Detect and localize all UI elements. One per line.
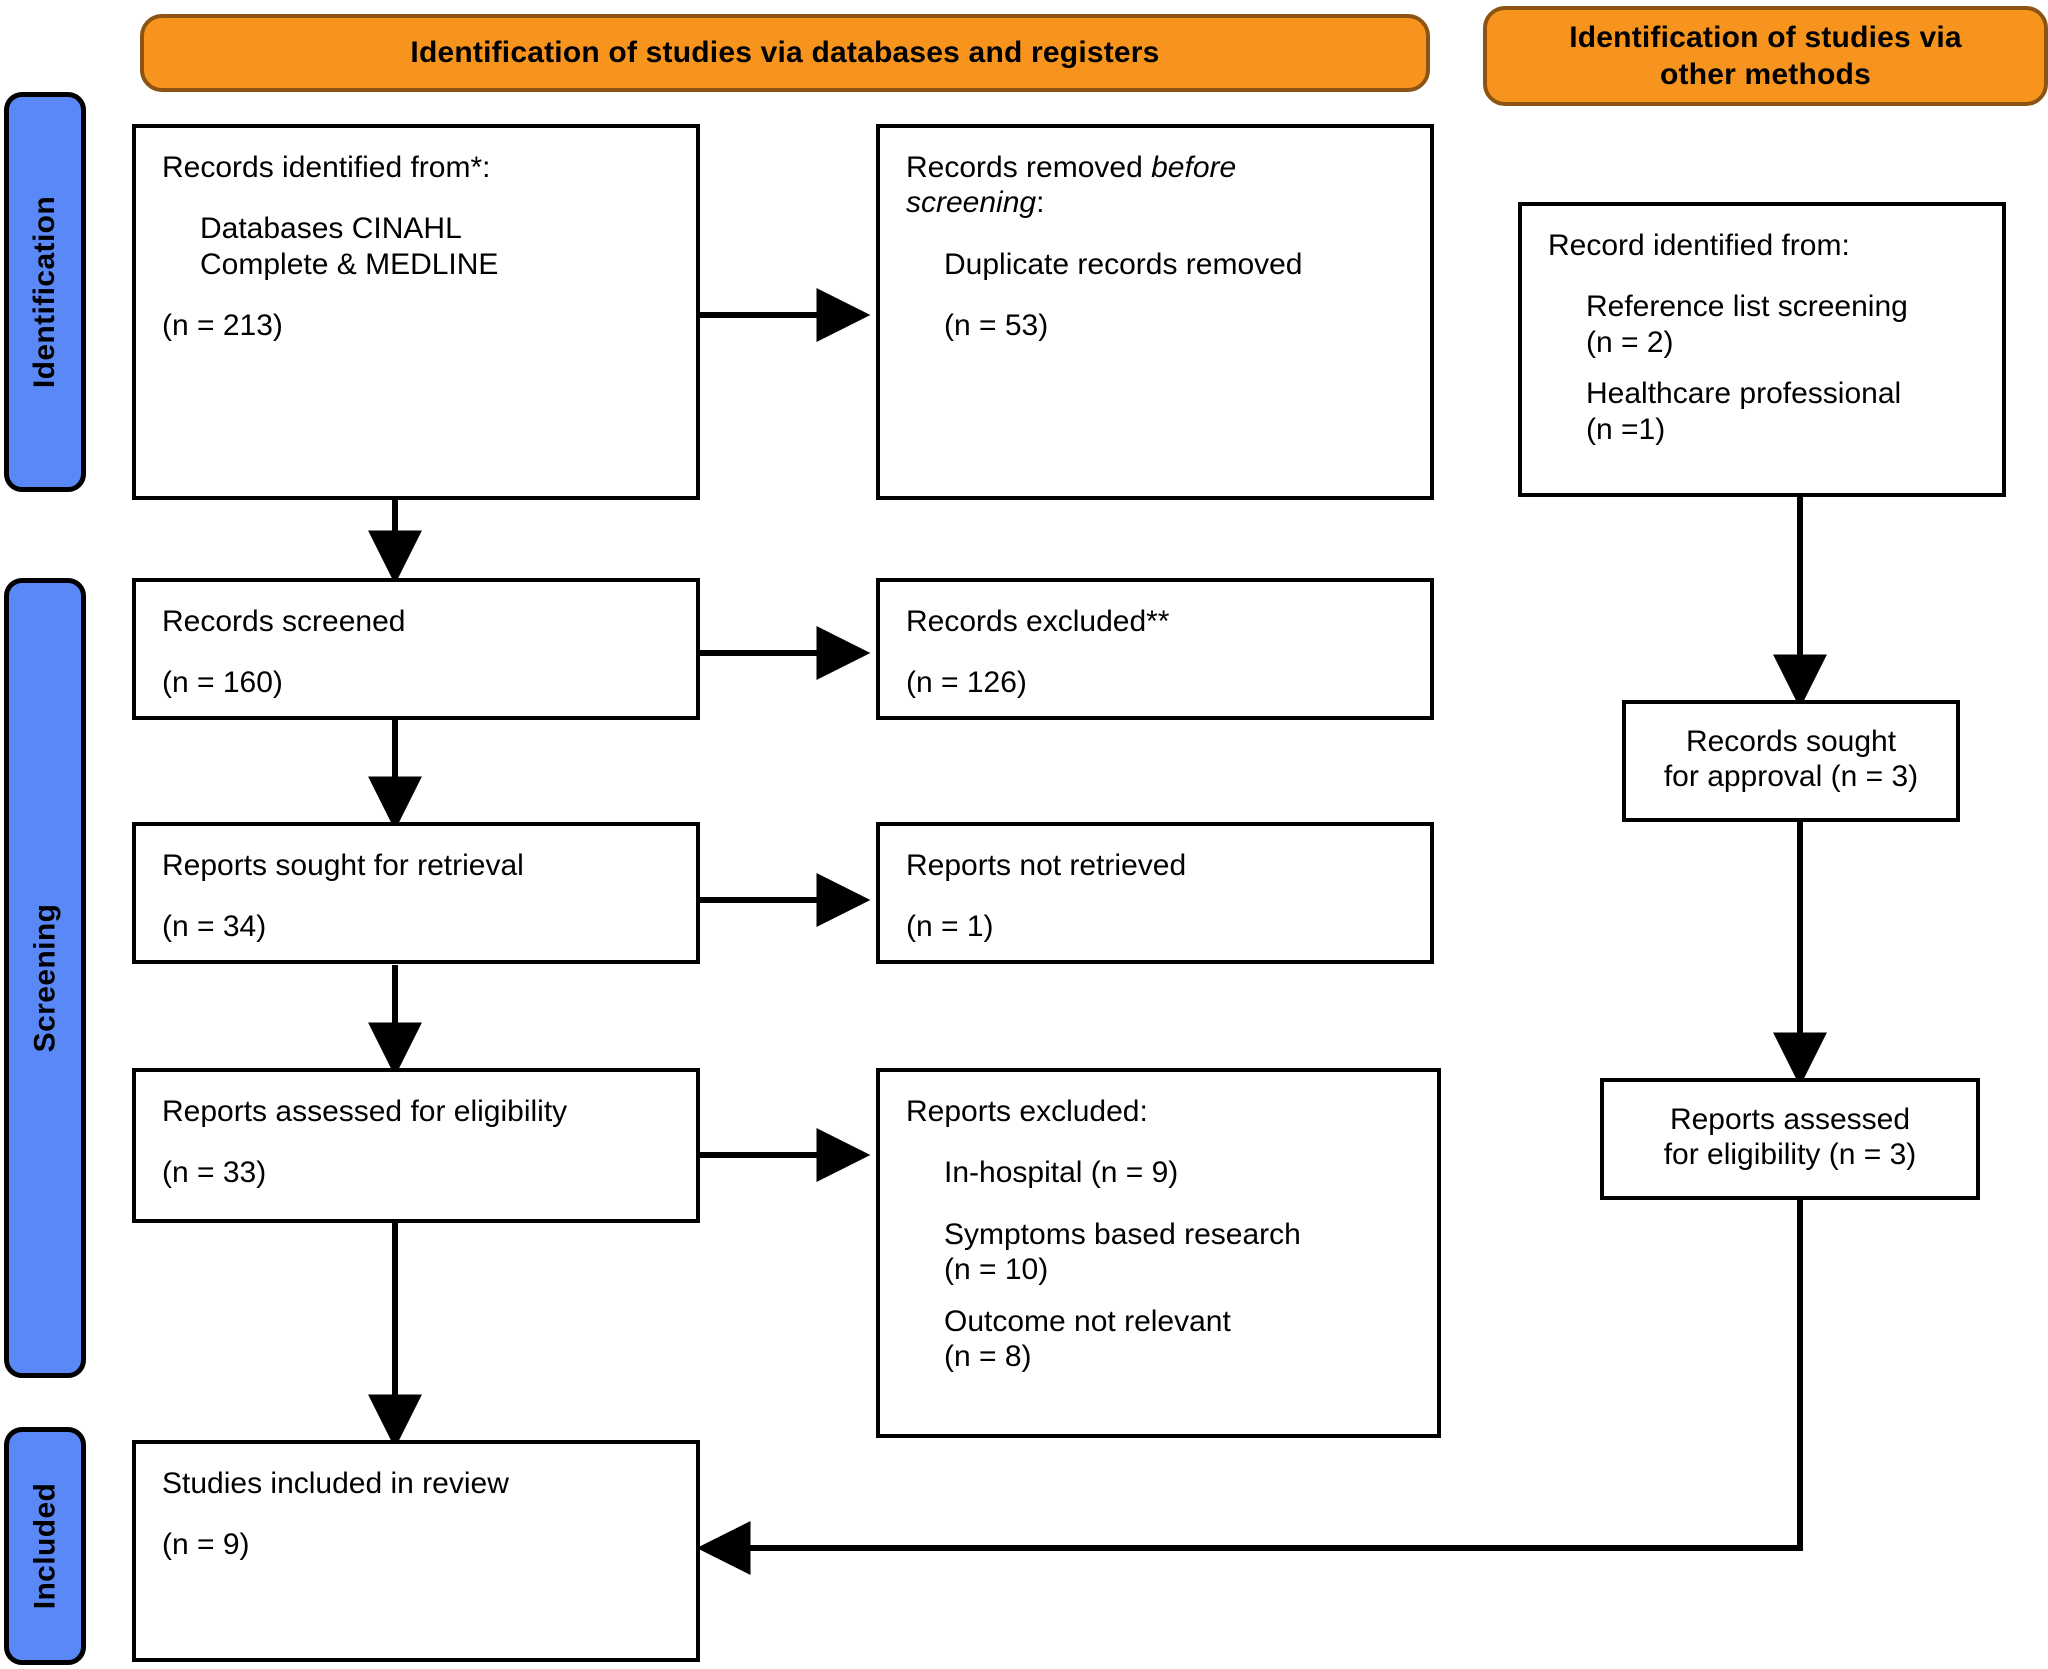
header-databases-registers: Identification of studies via databases … (140, 14, 1430, 92)
node-reports-excluded: Reports excluded: In-hospital (n = 9) Sy… (876, 1068, 1441, 1438)
records-excluded-count: (n = 126) (906, 666, 1027, 700)
reports-excluded-item3: Outcome not relevant (944, 1304, 1231, 1338)
node-reports-assessed-eligibility: Reports assessed for eligibility (n = 33… (132, 1068, 700, 1223)
stage-label-identification: Identification (28, 195, 62, 389)
stage-band-screening: Screening (4, 578, 86, 1378)
records-excluded-title: Records excluded** (906, 605, 1170, 638)
record-identified-other-item1-count: (n = 2) (1586, 325, 1674, 359)
node-records-removed: Records removed before screening: Duplic… (876, 124, 1434, 500)
reports-assessed-title: Reports assessed for eligibility (162, 1095, 568, 1128)
node-reports-assessed-other: Reports assessed for eligibility (n = 3) (1600, 1078, 1980, 1200)
reports-excluded-item2: Symptoms based research (944, 1217, 1301, 1251)
records-identified-title: Records identified from*: (162, 151, 491, 184)
records-removed-title-emph: before (1151, 151, 1237, 184)
record-identified-other-item2-count: (n =1) (1586, 412, 1666, 446)
reports-sought-title: Reports sought for retrieval (162, 849, 524, 882)
records-screened-title: Records screened (162, 605, 406, 638)
node-records-identified: Records identified from*: Databases CINA… (132, 124, 700, 500)
reports-sought-count: (n = 34) (162, 910, 267, 944)
reports-excluded-title: Reports excluded: (906, 1095, 1148, 1128)
stage-band-included: Included (4, 1427, 86, 1665)
record-identified-other-title: Record identified from: (1548, 229, 1850, 262)
records-removed-title: Records removed before (906, 150, 1404, 185)
reports-assessed-count: (n = 33) (162, 1156, 267, 1190)
record-identified-other-item2: Healthcare professional (1586, 377, 1902, 411)
header-databases-label: Identification of studies via databases … (410, 36, 1160, 70)
records-removed-title-line2: screening: (906, 185, 1404, 220)
reports-assessed-other-line1: Reports assessed (1669, 1103, 1911, 1136)
node-studies-included: Studies included in review (n = 9) (132, 1440, 700, 1662)
reports-not-retrieved-title: Reports not retrieved (906, 849, 1187, 882)
stage-label-included: Included (28, 1482, 62, 1610)
node-records-screened: Records screened (n = 160) (132, 578, 700, 720)
records-screened-count: (n = 160) (162, 666, 283, 700)
studies-included-title: Studies included in review (162, 1467, 509, 1500)
records-sought-approval-line2: for approval (n = 3) (1663, 760, 1919, 794)
studies-included-count: (n = 9) (162, 1528, 250, 1562)
reports-not-retrieved-count: (n = 1) (906, 910, 994, 944)
records-removed-item: Duplicate records removed (944, 247, 1303, 281)
stage-label-screening: Screening (28, 903, 61, 1053)
records-identified-count: (n = 213) (162, 309, 283, 343)
reports-excluded-item2-count: (n = 10) (944, 1253, 1049, 1287)
node-records-sought-approval: Records sought for approval (n = 3) (1622, 700, 1960, 822)
record-identified-other-item1: Reference list screening (1586, 290, 1908, 324)
records-identified-source-1: Databases CINAHL (200, 212, 462, 246)
records-identified-source-2: Complete & MEDLINE (200, 247, 499, 281)
header-other-methods: Identification of studies via other meth… (1483, 6, 2048, 106)
records-sought-approval-line1: Records sought (1685, 725, 1897, 758)
records-removed-title-emph2: screening (906, 186, 1037, 220)
reports-excluded-item3-count: (n = 8) (944, 1339, 1032, 1373)
records-removed-title-colon: : (1036, 186, 1045, 220)
node-records-excluded: Records excluded** (n = 126) (876, 578, 1434, 720)
records-removed-title-plain: Records removed (906, 151, 1152, 184)
reports-excluded-item1: In-hospital (n = 9) (944, 1156, 1179, 1190)
node-reports-not-retrieved: Reports not retrieved (n = 1) (876, 822, 1434, 964)
node-reports-sought-retrieval: Reports sought for retrieval (n = 34) (132, 822, 700, 964)
stage-band-identification: Identification (4, 92, 86, 492)
node-record-identified-other: Record identified from: Reference list s… (1518, 202, 2006, 497)
header-other-methods-label: Identification of studies via other meth… (1569, 20, 1962, 92)
records-removed-count: (n = 53) (944, 309, 1049, 343)
reports-assessed-other-line2: for eligibility (n = 3) (1663, 1138, 1917, 1172)
